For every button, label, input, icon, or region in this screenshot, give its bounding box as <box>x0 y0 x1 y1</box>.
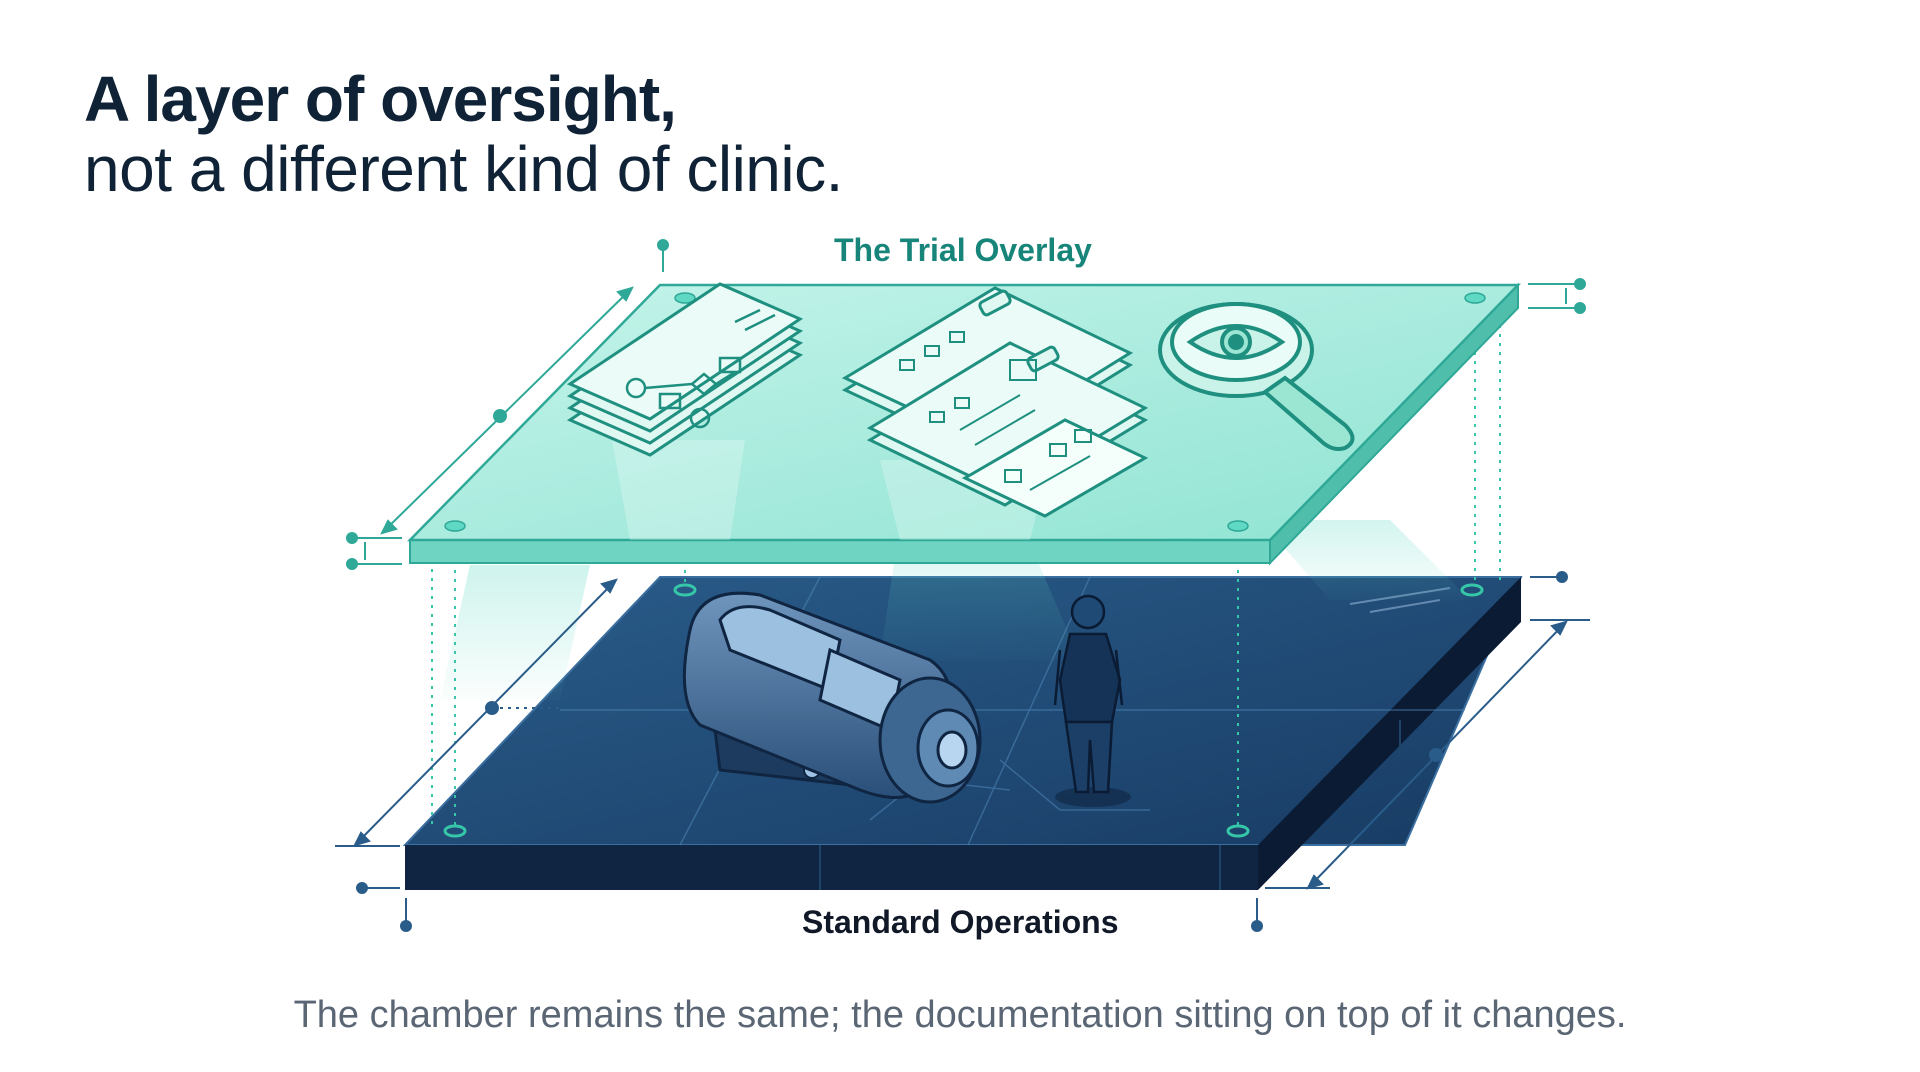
hyperbaric-chamber-icon <box>682 591 982 804</box>
trial-overlay-label: The Trial Overlay <box>834 232 1092 268</box>
base-dimension-lines <box>335 571 1590 932</box>
slide-title: A layer of oversight, not a different ki… <box>84 64 843 205</box>
title-bold-line: A layer of oversight, <box>84 63 677 135</box>
clipboard-forms-icon <box>841 286 1149 518</box>
flowchart-documents-icon <box>566 282 804 457</box>
dimension-lines <box>346 239 1586 570</box>
slide-caption: The chamber remains the same; the docume… <box>293 994 1627 1036</box>
title-regular-line: not a different kind of clinic. <box>84 133 843 206</box>
standard-operations-label: Standard Operations <box>802 904 1119 940</box>
clinician-figure-icon <box>1053 594 1131 807</box>
magnifying-glass-eye-icon <box>1158 302 1355 451</box>
